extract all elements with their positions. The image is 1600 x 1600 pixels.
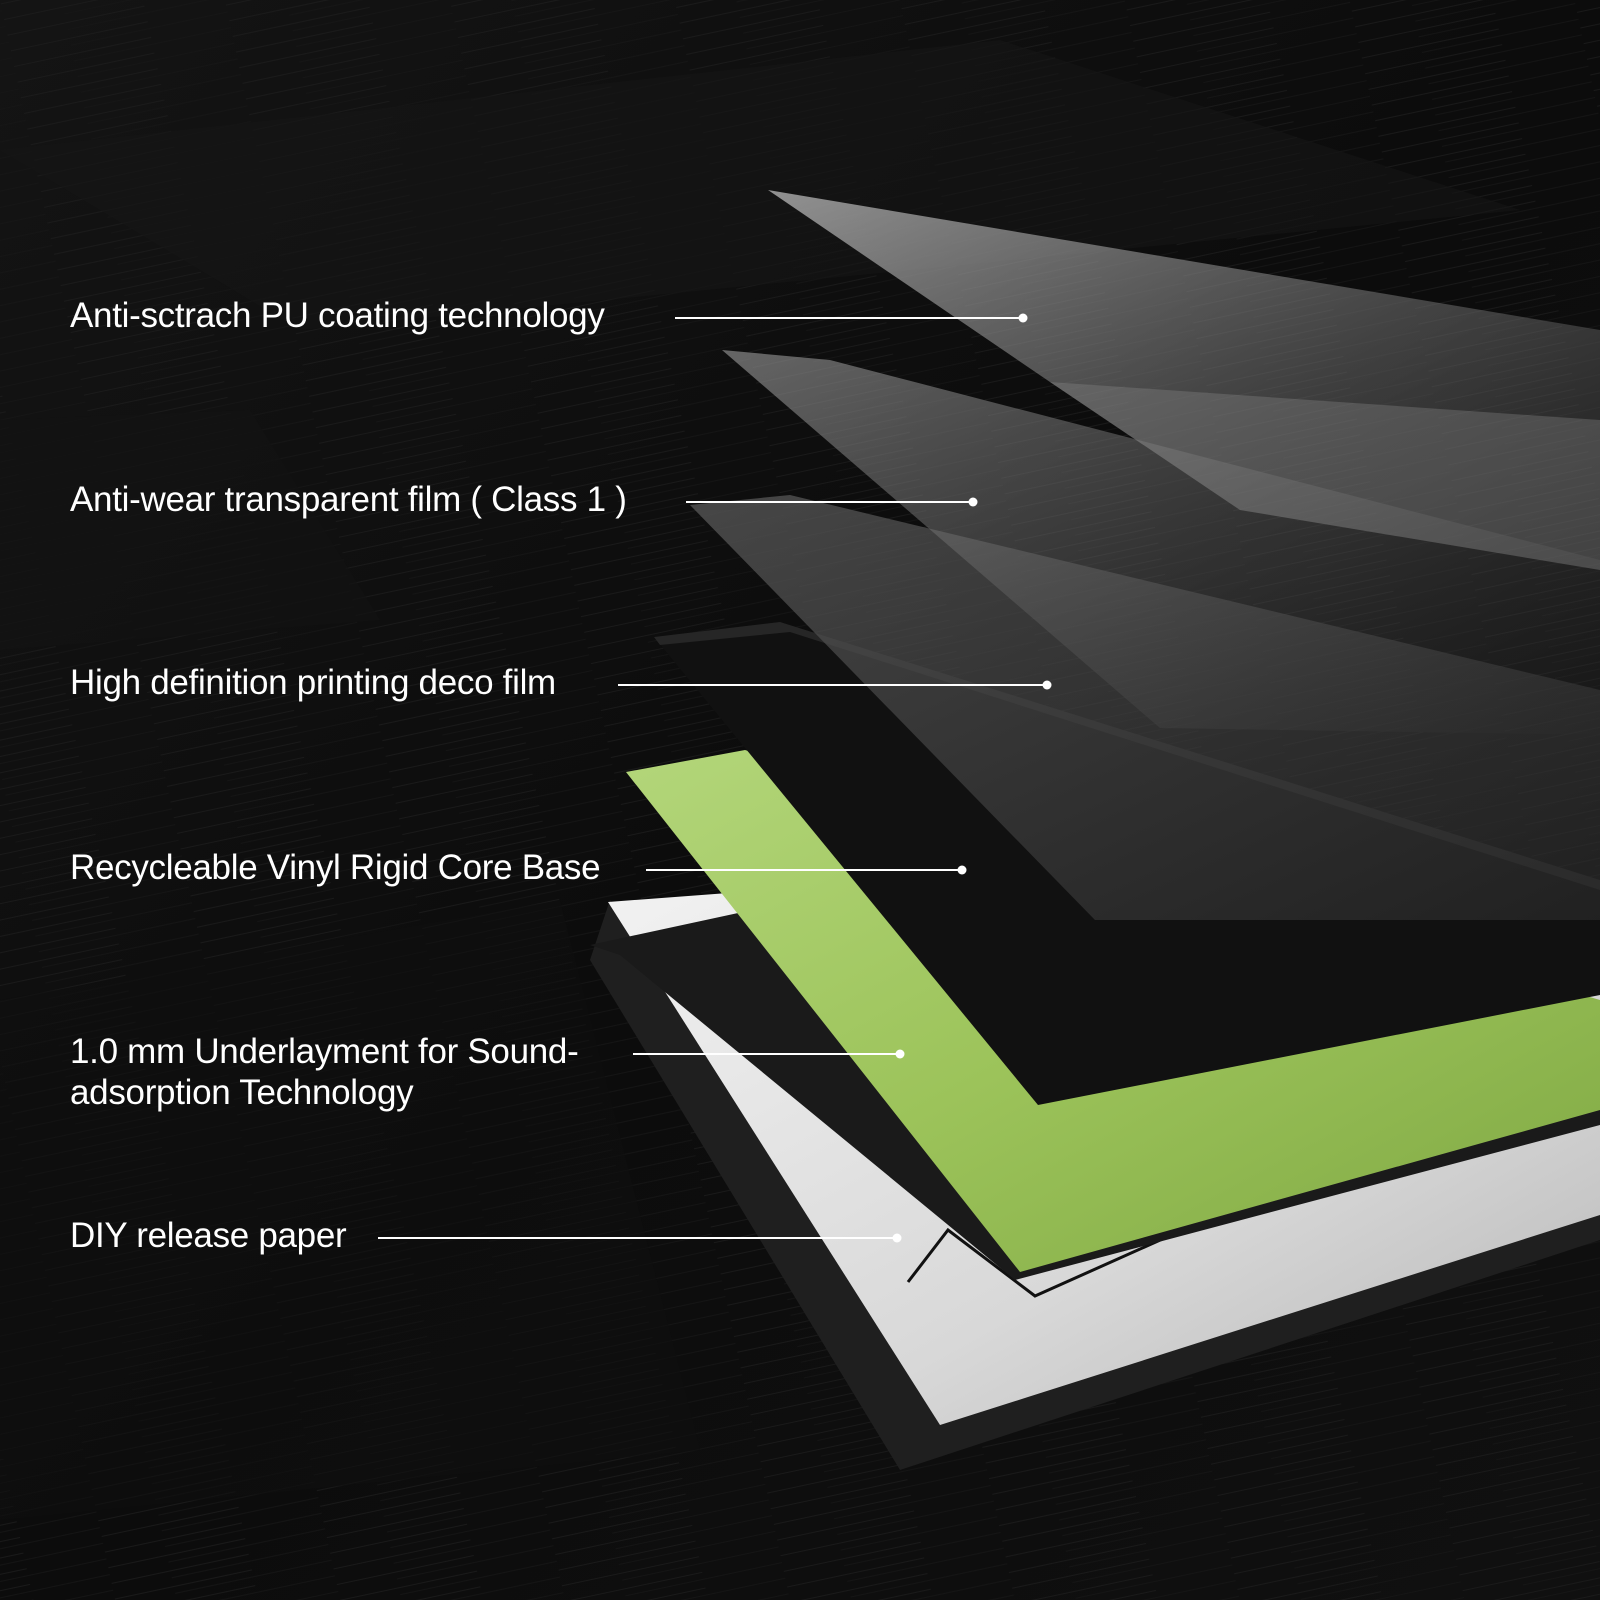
label-underlayment-line2: adsorption Technology [70, 1073, 414, 1112]
leader-dot-release-paper [892, 1233, 902, 1243]
leader-dot-core-base [957, 865, 967, 875]
wear-film-layer [722, 350, 1600, 735]
leader-dot-underlayment [895, 1049, 905, 1059]
release-paper-shadow [590, 900, 1600, 1470]
floor-plank [0, 900, 700, 1520]
label-underlayment: 1.0 mm Underlayment for Sound- adsorptio… [70, 1031, 579, 1113]
floor-plank [0, 410, 380, 650]
pu-coating-highlight [1050, 382, 1600, 570]
paper-arrow-mark [906, 1218, 1206, 1298]
floor-plank [0, 40, 1520, 330]
leader-dot-deco-film [1042, 680, 1052, 690]
label-deco-film: High definition printing deco film [70, 663, 556, 702]
pu-coating-layer [768, 190, 1600, 570]
label-pu-coating: Anti-sctrach PU coating technology [70, 296, 605, 335]
label-underlayment-line1: 1.0 mm Underlayment for Sound- [70, 1032, 579, 1071]
label-core-base: Recycleable Vinyl Rigid Core Base [70, 848, 601, 887]
label-wear-film: Anti-wear transparent film ( Class 1 ) [70, 480, 627, 519]
leader-dot-wear-film [968, 497, 978, 507]
label-release-paper: DIY release paper [70, 1216, 347, 1255]
leader-dot-pu-coating [1018, 313, 1028, 323]
